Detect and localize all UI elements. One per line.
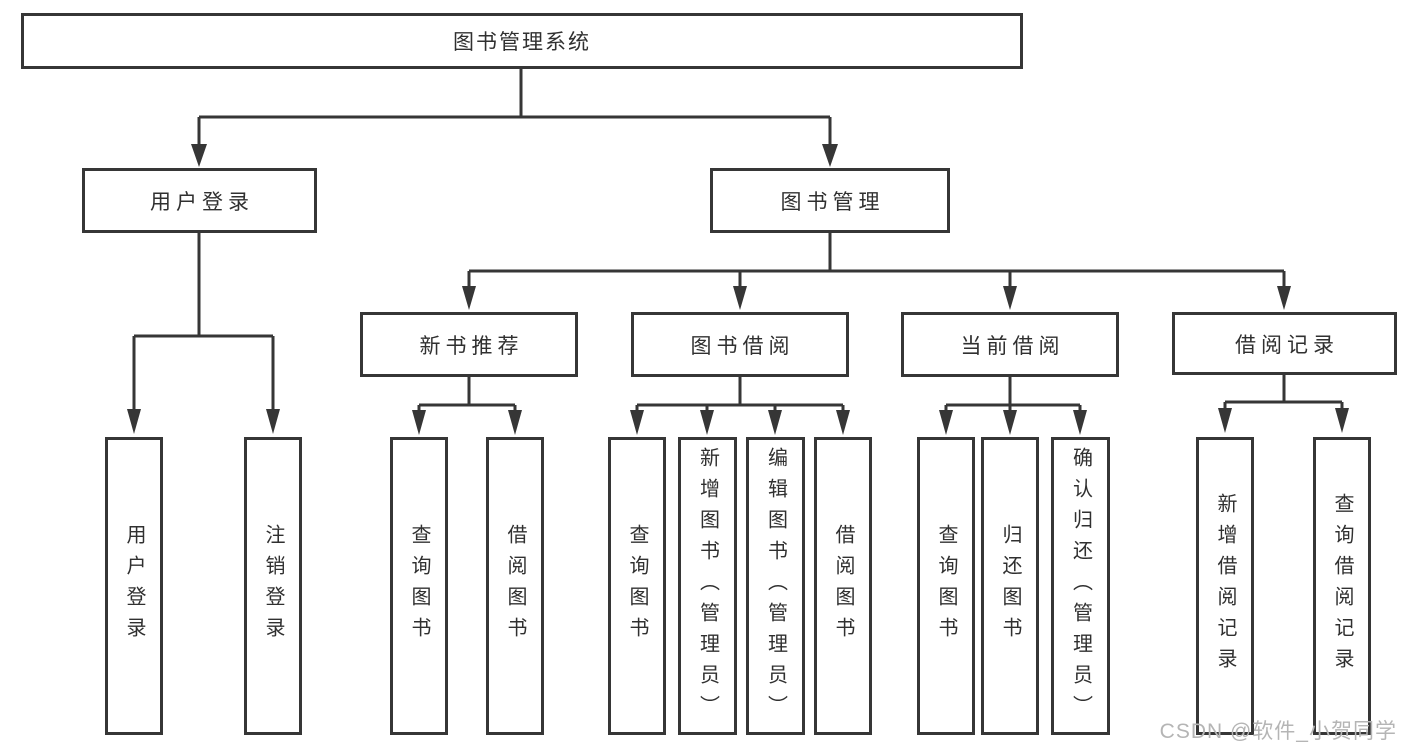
node-new-book-recommendation: 新书推荐 (360, 312, 578, 377)
connector-book-borrow-to-leaves (630, 377, 850, 435)
node-add-borrow-record: 新增借阅记录 (1196, 437, 1254, 735)
node-borrowing-records: 借阅记录 (1172, 312, 1397, 375)
node-logout: 注销登录 (244, 437, 302, 735)
connector-root-to-branches (191, 69, 838, 167)
node-query-books-recommend: 查询图书 (390, 437, 448, 735)
node-book-management-branch: 图书管理 (710, 168, 950, 233)
node-borrow-books-recommend: 借阅图书 (486, 437, 544, 735)
node-query-books-current: 查询图书 (917, 437, 975, 735)
node-confirm-return-admin: 确认归还（管理员） (1051, 437, 1110, 735)
node-user-login: 用户登录 (105, 437, 163, 735)
node-edit-books-admin: 编辑图书（管理员） (746, 437, 805, 735)
node-query-borrow-record: 查询借阅记录 (1313, 437, 1371, 735)
node-current-borrowing: 当前借阅 (901, 312, 1119, 377)
connector-current-borrow-to-leaves (939, 377, 1087, 435)
connector-book-mgmt-to-modules (462, 233, 1291, 310)
connector-user-login-to-leaves (127, 233, 280, 434)
node-user-login-branch: 用户登录 (82, 168, 317, 233)
node-return-books: 归还图书 (981, 437, 1039, 735)
connector-new-book-rec-to-leaves (412, 377, 522, 435)
node-book-borrowing: 图书借阅 (631, 312, 849, 377)
node-add-books-admin: 新增图书（管理员） (678, 437, 737, 735)
connector-borrow-records-to-leaves (1218, 375, 1349, 433)
watermark-csdn: CSDN @软件_小贺同学 (1159, 720, 1397, 743)
node-borrow-books: 借阅图书 (814, 437, 872, 735)
node-library-management-system: 图书管理系统 (21, 13, 1023, 69)
node-query-books-borrowing: 查询图书 (608, 437, 666, 735)
